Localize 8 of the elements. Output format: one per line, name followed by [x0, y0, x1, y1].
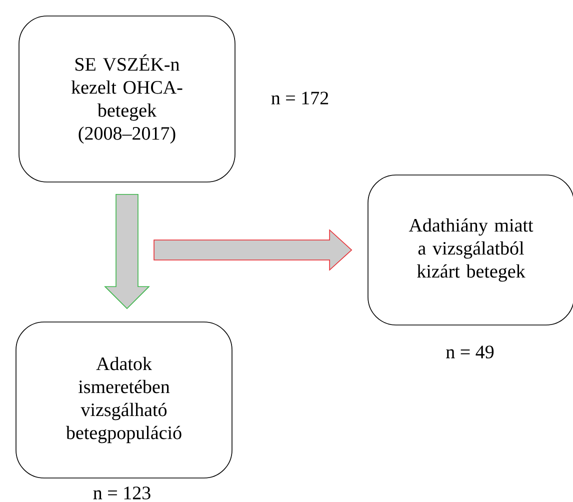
- count-label: n = 172: [271, 92, 328, 104]
- count-label: n = 49: [446, 346, 494, 358]
- block-arrow: [104, 194, 150, 310]
- process-box: SE VSZÉK-n kezelt OHCA-betegek (2008–2017): [18, 16, 236, 182]
- process-box: Adathiány miatt a vizsgálatból kizárt betegek: [368, 174, 573, 326]
- process-box: Adatok ismeretében vizsgálható betegpopuláció: [16, 322, 232, 478]
- block-arrow: [154, 229, 352, 271]
- count-label: n = 123: [93, 486, 150, 500]
